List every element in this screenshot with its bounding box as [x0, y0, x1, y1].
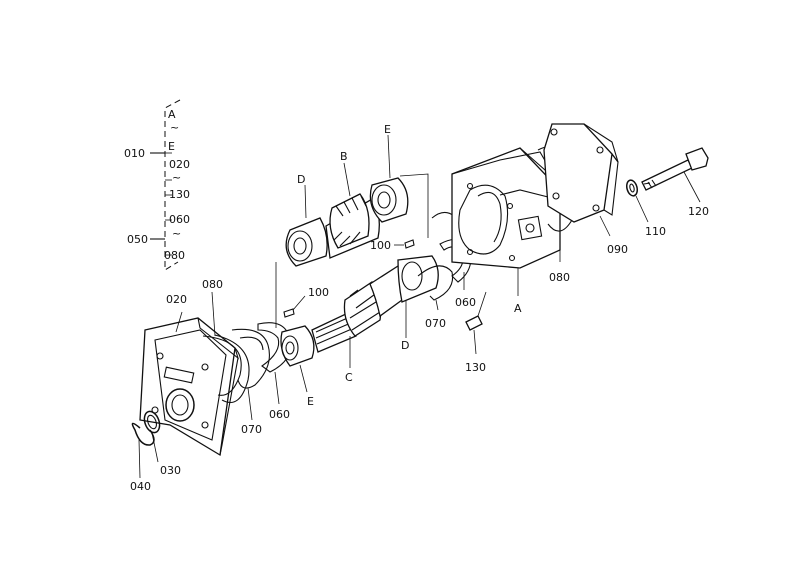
label-060-left: 060	[269, 408, 290, 421]
bushing-E-upper	[369, 134, 409, 223]
label-060-right: 060	[455, 296, 476, 309]
label-C: C	[345, 371, 353, 384]
legend-010: 010	[124, 147, 145, 160]
label-A: A	[514, 302, 522, 315]
label-E-top: E	[384, 123, 391, 136]
pin-100-left	[283, 295, 306, 318]
bushing-E-lower	[280, 325, 315, 393]
driven-gear-B	[325, 162, 380, 259]
label-090: 090	[607, 243, 628, 256]
label-E-bottom: E	[307, 395, 314, 408]
label-110: 110	[645, 225, 666, 238]
legend-group: 010 050 A ~ E 020 ~ 130 060 ~ 080	[124, 99, 190, 271]
pin-100-right	[394, 239, 415, 249]
plug-130	[465, 291, 487, 355]
label-040: 040	[130, 480, 151, 493]
label-130: 130	[465, 361, 486, 374]
backup-ring-070-left	[231, 328, 270, 421]
label-020: 020	[166, 293, 187, 306]
bushing-D-upper	[285, 184, 328, 267]
label-080-left: 080	[202, 278, 223, 291]
label-D-top: D	[297, 173, 305, 186]
seal-030	[143, 410, 161, 434]
label-D-bottom: D	[401, 339, 409, 352]
front-cover-plate	[139, 311, 242, 457]
legend-tilde-2: ~	[172, 171, 181, 184]
label-070-right: 070	[425, 317, 446, 330]
label-080-right: 080	[549, 271, 570, 284]
label-B: B	[340, 150, 348, 163]
drive-gear-shaft-C	[311, 255, 439, 368]
label-070-left: 070	[241, 423, 262, 436]
legend-group-130: 130	[169, 188, 190, 201]
o-ring-080-left	[211, 291, 250, 404]
label-120: 120	[688, 205, 709, 218]
retaining-ring-040	[131, 422, 155, 446]
rear-cover-090	[543, 123, 619, 237]
label-030: 030	[160, 464, 181, 477]
legend-group-A: A	[168, 108, 176, 121]
washer-110	[625, 179, 649, 223]
label-100-left: 100	[308, 286, 329, 299]
bolt-120	[641, 147, 709, 203]
label-100-right: 100	[370, 239, 391, 252]
legend-group-E: E	[168, 140, 175, 153]
legend-group-080: 080	[164, 249, 185, 262]
legend-tilde-3: ~	[172, 227, 181, 240]
legend-050: 050	[127, 233, 148, 246]
backup-ring-070-right	[417, 265, 454, 311]
legend-group-020: 020	[169, 158, 190, 171]
legend-tilde-1: ~	[170, 121, 179, 134]
legend-group-060: 060	[169, 213, 190, 226]
